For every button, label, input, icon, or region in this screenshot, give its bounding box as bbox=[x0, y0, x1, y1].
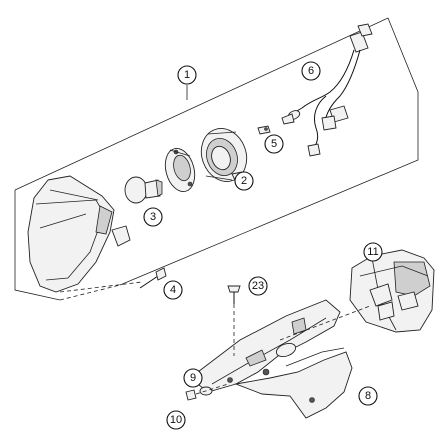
svg-text:8: 8 bbox=[365, 390, 371, 402]
svg-text:11: 11 bbox=[367, 246, 378, 258]
tail-light-screw bbox=[227, 285, 241, 356]
bulb-holder bbox=[164, 147, 196, 193]
callout-2: 2 bbox=[234, 171, 254, 191]
callout-11: 11 bbox=[363, 242, 383, 262]
callout-6: 6 bbox=[301, 61, 321, 81]
callout-4: 4 bbox=[163, 280, 183, 300]
callout-10: 10 bbox=[166, 410, 186, 430]
callout-5: 5 bbox=[264, 134, 284, 154]
svg-text:5: 5 bbox=[271, 138, 277, 150]
svg-text:3: 3 bbox=[150, 211, 156, 223]
svg-text:2: 2 bbox=[241, 175, 247, 187]
headlight-mask bbox=[27, 175, 143, 293]
tail-light bbox=[279, 249, 435, 341]
svg-text:23: 23 bbox=[252, 280, 264, 292]
callout-8: 8 bbox=[358, 386, 378, 406]
headlight-assembly-frame bbox=[14, 17, 419, 301]
headlight-bulb bbox=[124, 176, 163, 204]
washer-and-nut bbox=[185, 383, 229, 401]
rubber-cap bbox=[200, 128, 248, 187]
svg-text:10: 10 bbox=[170, 414, 182, 426]
svg-text:9: 9 bbox=[190, 372, 196, 384]
callout-1: 1 bbox=[177, 65, 197, 85]
callout-23: 23 bbox=[248, 276, 268, 296]
svg-text:4: 4 bbox=[170, 284, 176, 296]
callout-3: 3 bbox=[143, 207, 163, 227]
svg-text:1: 1 bbox=[184, 69, 190, 81]
callout-9: 9 bbox=[183, 368, 203, 388]
license-plate-holder bbox=[189, 299, 353, 419]
svg-text:6: 6 bbox=[308, 65, 314, 77]
parking-light-bulb bbox=[257, 125, 271, 135]
wiring-harness bbox=[281, 23, 373, 157]
mounting-screw bbox=[139, 267, 167, 289]
